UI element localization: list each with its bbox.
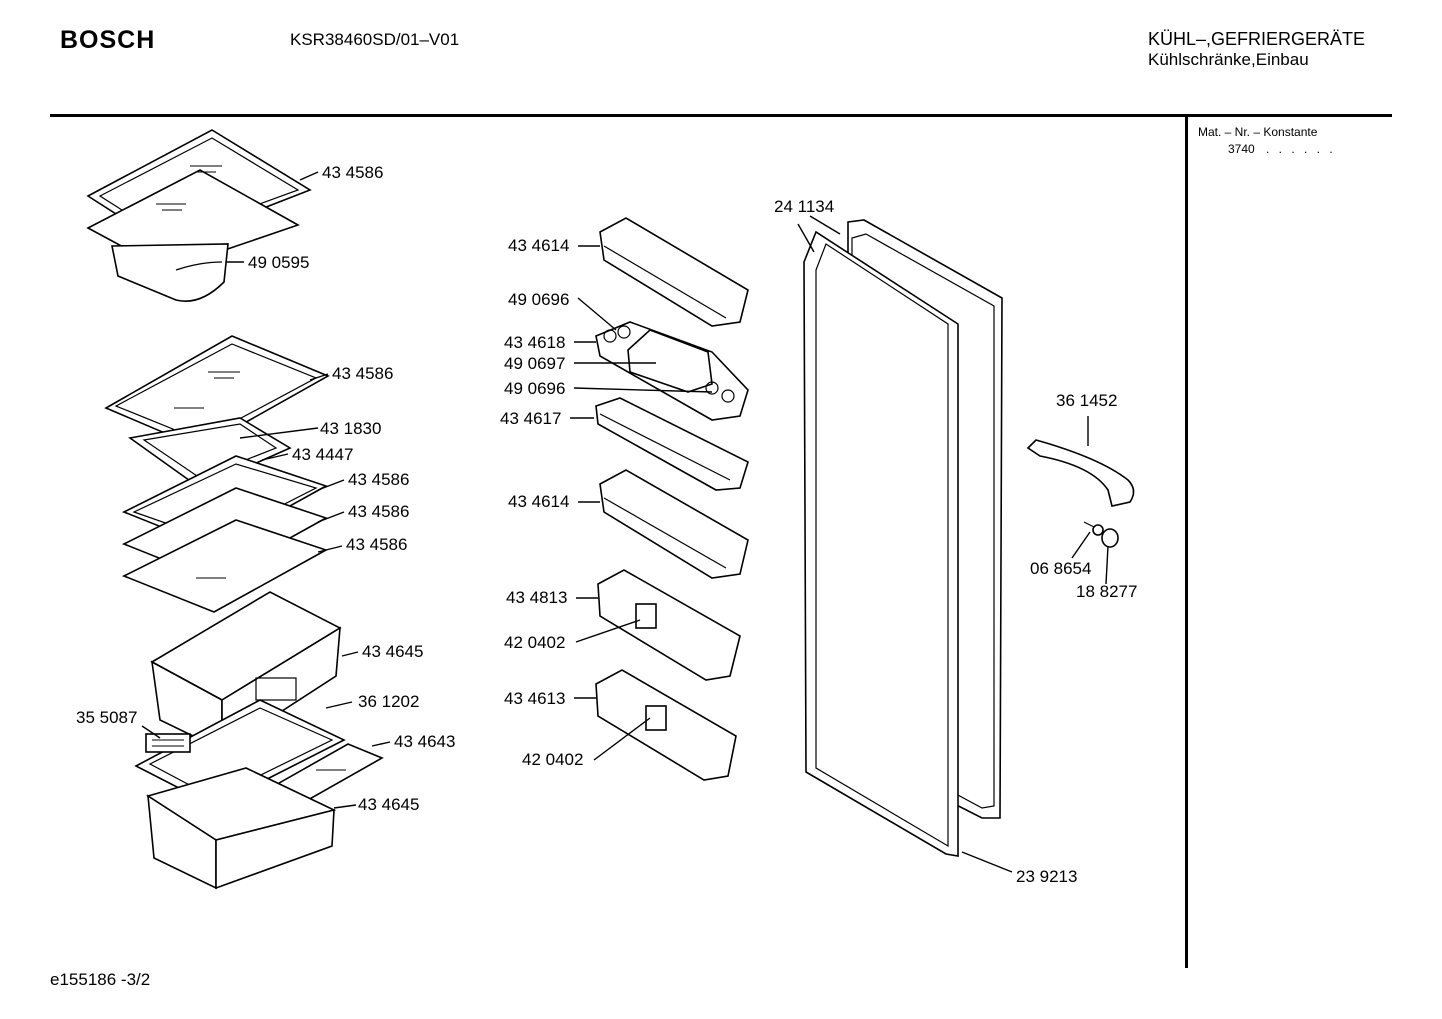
part-label: 42 0402 — [522, 750, 583, 769]
lower-drawer — [146, 767, 337, 890]
part-label: 43 4586 — [348, 502, 409, 521]
part-label: 36 1452 — [1056, 391, 1117, 410]
part-label: 42 0402 — [504, 633, 565, 652]
mat-nr-value: 3740 — [1228, 142, 1255, 156]
temperature-slider — [145, 733, 191, 753]
part-label: 43 1830 — [320, 419, 381, 438]
part-label: 43 4617 — [500, 409, 561, 428]
leader-lines — [141, 171, 1109, 873]
part-label: 43 4586 — [322, 163, 383, 182]
egg-tray — [127, 417, 292, 489]
brand-logo: BOSCH — [60, 26, 156, 54]
part-label: 35 5087 — [76, 708, 137, 727]
door-bin-3 — [597, 569, 741, 681]
category-subtitle: Kühlschränke,Einbau — [1148, 50, 1309, 69]
drawing-id: e155186 -3/2 — [50, 970, 151, 989]
part-label: 43 4614 — [508, 492, 569, 511]
mat-nr-dots: . . . . . . — [1266, 142, 1336, 156]
part-label: 43 4645 — [362, 642, 423, 661]
egg-holder-assembly — [595, 321, 749, 421]
door-bin-4 — [595, 669, 737, 781]
part-label: 43 4618 — [504, 333, 565, 352]
door-bin-bottle-small — [595, 397, 749, 491]
part-label: 43 4586 — [346, 535, 407, 554]
part-label: 43 4613 — [504, 689, 565, 708]
part-label: 43 4447 — [292, 445, 353, 464]
door-handle — [1026, 439, 1135, 507]
category-title: KÜHL–,GEFRIERGERÄTE — [1148, 29, 1366, 49]
header-divider — [50, 114, 1392, 117]
model-number: KSR38460SD/01–V01 — [290, 30, 460, 49]
mat-nr-label: Mat. – Nr. – Konstante — [1198, 125, 1318, 139]
part-label: 06 8654 — [1030, 559, 1091, 578]
part-label: 43 4614 — [508, 236, 569, 255]
side-panel-divider — [1185, 116, 1188, 968]
part-label: 43 4586 — [332, 364, 393, 383]
part-label: 43 4586 — [348, 470, 409, 489]
part-label: 23 9213 — [1016, 867, 1077, 886]
part-label: 43 4813 — [506, 588, 567, 607]
part-label: 24 1134 — [774, 197, 834, 216]
part-label: 36 1202 — [358, 692, 419, 711]
part-label: 49 0696 — [508, 290, 569, 309]
part-label: 49 0696 — [504, 379, 565, 398]
part-label: 43 4645 — [358, 795, 419, 814]
door-gasket — [803, 230, 959, 857]
door-bin-2 — [599, 469, 749, 579]
part-label: 43 4643 — [394, 732, 455, 751]
door-bin-1 — [599, 217, 749, 327]
part-label: 49 0697 — [504, 354, 565, 373]
part-label: 18 8277 — [1076, 582, 1137, 601]
part-label: 49 0595 — [248, 253, 309, 272]
crisper-cover — [111, 243, 229, 302]
handle-screw — [1083, 521, 1104, 536]
exploded-parts-diagram: 43 4586 49 0595 43 4586 43 1830 43 4447 … — [76, 129, 1137, 890]
screw-cap — [1101, 528, 1119, 548]
